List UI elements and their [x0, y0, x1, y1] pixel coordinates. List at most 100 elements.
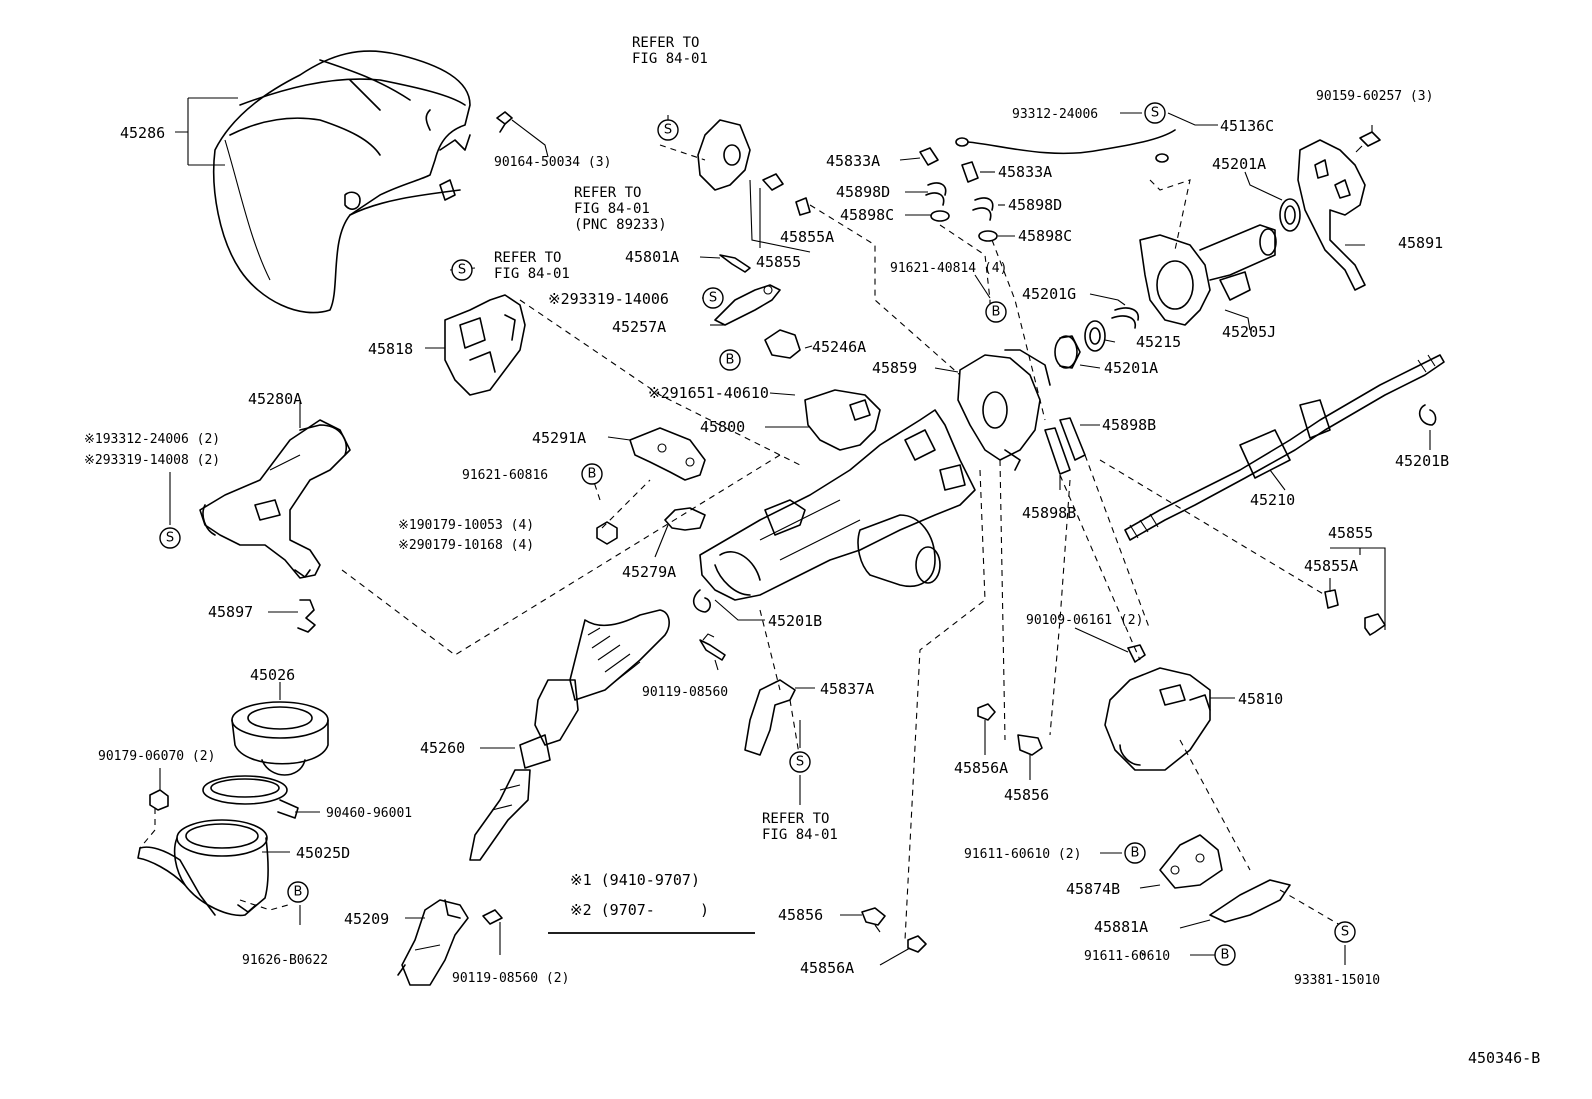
label-90119-08560: 90119-08560 [642, 685, 728, 700]
label-90460-96001: 90460-96001 [326, 806, 412, 821]
label-45280A: 45280A [248, 390, 302, 408]
plate-45291A-part [629, 427, 706, 481]
legend-note1: ※1 (9410-9707) [570, 871, 700, 889]
spring-45898D-left-part [925, 182, 947, 206]
svg-text:REFER TO: REFER TO [574, 185, 641, 201]
label-45833A-left: 45833A [826, 152, 880, 170]
badge-s-93319: S [702, 287, 724, 309]
label-45855A-upper: 45855A [780, 228, 834, 246]
label-45201A-upper: 45201A [1212, 155, 1266, 173]
label-note1-90179-10053: ※190179-10053 (4) [398, 518, 534, 533]
svg-text:FIG 84-01: FIG 84-01 [574, 201, 650, 217]
tilt-head-45205J-part [1139, 224, 1277, 326]
pin-45898B-lower-part [1044, 427, 1071, 475]
nut-45856A-lower-part [907, 935, 927, 953]
pin-45833A-right-part [961, 161, 979, 183]
label-note2-90179-10168: ※290179-10168 (4) [398, 538, 534, 553]
label-45898B-lower: 45898B [1022, 504, 1076, 522]
svg-text:S: S [458, 263, 466, 278]
label-45856-middle: 45856 [1004, 786, 1049, 804]
bolt-90119-part [699, 633, 726, 661]
badge-b-91611-2: B [1124, 842, 1146, 864]
svg-text:B: B [726, 353, 735, 368]
main-shaft-45210-part [1124, 354, 1445, 541]
column-hole-cover-part [231, 701, 329, 776]
svg-text:S: S [796, 755, 804, 770]
legend: ※1 (9410-9707) ※2 (9707- ) [570, 871, 709, 919]
label-45025D: 45025D [296, 844, 350, 862]
label-90109-06161: 90109-06161 (2) [1026, 613, 1143, 628]
ring-45215-part [1084, 320, 1106, 352]
svg-text:S: S [664, 123, 672, 138]
snap-ring-45201B-lower-part [692, 589, 712, 613]
assembly-dashed-lines [139, 144, 1341, 941]
svg-text:B: B [294, 885, 303, 900]
intermediate-shaft-part [469, 609, 670, 861]
column-cover-upper-part [212, 50, 471, 314]
svg-text:REFER TO: REFER TO [494, 250, 561, 266]
label-45810: 45810 [1238, 690, 1283, 708]
switch-body-part [697, 119, 751, 191]
svg-text:FIG 84-01: FIG 84-01 [632, 51, 708, 67]
svg-text:S: S [709, 291, 717, 306]
label-93381-15010: 93381-15010 [1294, 973, 1380, 988]
bolt-45855-right-part [1364, 613, 1386, 636]
label-45209: 45209 [344, 910, 389, 928]
label-45257A: 45257A [612, 318, 666, 336]
nut-45856A-middle-part [977, 703, 996, 721]
label-45898C-right: 45898C [1018, 227, 1072, 245]
label-note2-93319-14008: ※293319-14008 (2) [84, 453, 220, 468]
washer-45898C-left-part [930, 210, 950, 222]
label-91626-B0622: 91626-B0622 [242, 953, 328, 968]
svg-text:B: B [992, 305, 1001, 320]
label-91621-60816: 91621-60816 [462, 468, 548, 483]
pin-45833A-left-part [919, 147, 939, 166]
bracket-45881A-part [1209, 879, 1291, 923]
legend-note2: ※2 (9707- ) [570, 901, 709, 919]
svg-text:REFER TO: REFER TO [632, 35, 699, 51]
label-45897: 45897 [208, 603, 253, 621]
screw-90109-part [1127, 644, 1146, 663]
label-45801A: 45801A [625, 248, 679, 266]
svg-text:B: B [588, 467, 597, 482]
bracket-45818-part [444, 294, 526, 396]
label-45874B: 45874B [1066, 880, 1120, 898]
label-45898D-right: 45898D [1008, 196, 1062, 214]
label-45260: 45260 [420, 739, 465, 757]
label-45898C-left: 45898C [840, 206, 894, 224]
universal-joint-45209-part [397, 899, 469, 986]
ground-wire-45136C-part [955, 129, 1176, 163]
svg-text:B: B [1131, 846, 1140, 861]
svg-text:S: S [166, 531, 174, 546]
label-45898B-upper: 45898B [1102, 416, 1156, 434]
bracket-45891-part [1297, 139, 1366, 291]
label-45855A-right: 45855A [1304, 557, 1358, 575]
label-45279A: 45279A [622, 563, 676, 581]
badge-b-91651: B [719, 349, 741, 371]
label-45859: 45859 [872, 359, 917, 377]
label-45201G: 45201G [1022, 285, 1076, 303]
label-90179-06070: 90179-06070 (2) [98, 749, 215, 764]
label-45891: 45891 [1398, 234, 1443, 252]
bushing-45855A-upper-part [795, 197, 811, 216]
bearing-45201A-upper-part [1279, 198, 1301, 232]
clip-45279A-part [664, 507, 706, 531]
badge-s-bracket: S [451, 259, 473, 281]
label-note2-91651-40610: ※291651-40610 [648, 384, 769, 402]
bracket-45874B-part [1159, 834, 1223, 889]
svg-text:FIG 84-01: FIG 84-01 [494, 266, 570, 282]
svg-text:(PNC 89233): (PNC 89233) [574, 217, 667, 233]
pin-45801A-part [719, 254, 751, 273]
label-45800: 45800 [700, 418, 745, 436]
reference-note-switch: REFER TO FIG 84-01 (PNC 89233) [574, 185, 667, 233]
label-45201B-upper: 45201B [1395, 452, 1449, 470]
washer-45898C-right-part [978, 230, 998, 242]
clamp-90460-part [202, 775, 299, 819]
badge-b-91611: B [1214, 944, 1236, 966]
label-45837A: 45837A [820, 680, 874, 698]
tilt-motor-45810-part [1104, 667, 1211, 771]
reference-note-bottom: REFER TO FIG 84-01 [762, 811, 838, 843]
label-45855-right: 45855 [1328, 524, 1373, 542]
svg-text:B: B [1221, 948, 1230, 963]
